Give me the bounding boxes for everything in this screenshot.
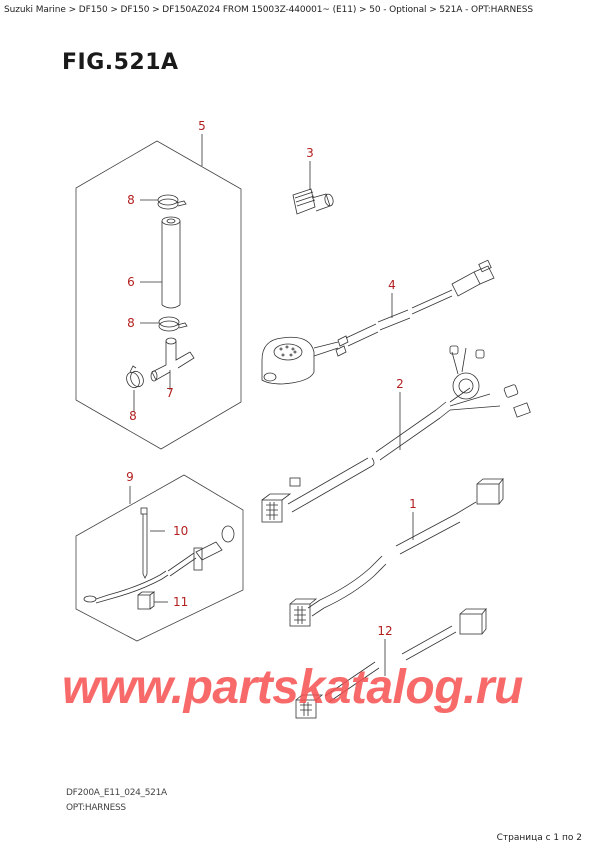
- watermark: www.partskatalog.ru: [62, 661, 523, 714]
- callout-1[interactable]: 1: [409, 497, 417, 511]
- buzzer-harness-icon: [261, 259, 495, 385]
- main-harness-icon: [261, 345, 531, 523]
- hose-clamp-icon: [157, 194, 187, 210]
- diagram-name: OPT:HARNESS: [66, 803, 126, 813]
- ground-lead-icon: [83, 525, 235, 604]
- callout-4[interactable]: 4: [388, 278, 396, 292]
- callout-12[interactable]: 12: [377, 624, 392, 638]
- hose-icon: [161, 216, 181, 309]
- cable-tie-icon: [140, 507, 148, 579]
- diagram-code: DF200A_E11_024_521A: [66, 788, 167, 798]
- callout-7[interactable]: 7: [166, 386, 174, 400]
- callout-10[interactable]: 10: [173, 524, 188, 538]
- extension-harness-12-icon: [295, 607, 487, 719]
- hose-clamp-icon: [126, 365, 144, 389]
- page-indicator: Страница с 1 по 2: [496, 833, 582, 843]
- extension-harness-1-icon: [289, 477, 504, 627]
- fuse-icon: [137, 591, 156, 610]
- callout-9[interactable]: 9: [126, 470, 134, 484]
- kit-box-9: [75, 474, 244, 642]
- figure-title: FIG.521A: [62, 50, 179, 75]
- callout-8[interactable]: 8: [127, 316, 135, 330]
- hose-clamp-icon: [158, 316, 188, 332]
- callout-8[interactable]: 8: [127, 193, 135, 207]
- callout-3[interactable]: 3: [306, 146, 314, 160]
- callout-6[interactable]: 6: [127, 275, 135, 289]
- plug-icon: [292, 188, 334, 215]
- t-joint-icon: [150, 337, 195, 382]
- callout-8[interactable]: 8: [129, 409, 137, 423]
- callout-11[interactable]: 11: [173, 595, 188, 609]
- breadcrumb: Suzuki Marine > DF150 > DF150 > DF150AZ0…: [4, 5, 533, 15]
- callout-2[interactable]: 2: [396, 377, 404, 391]
- kit-box-5: [75, 140, 242, 450]
- callout-5[interactable]: 5: [198, 119, 206, 133]
